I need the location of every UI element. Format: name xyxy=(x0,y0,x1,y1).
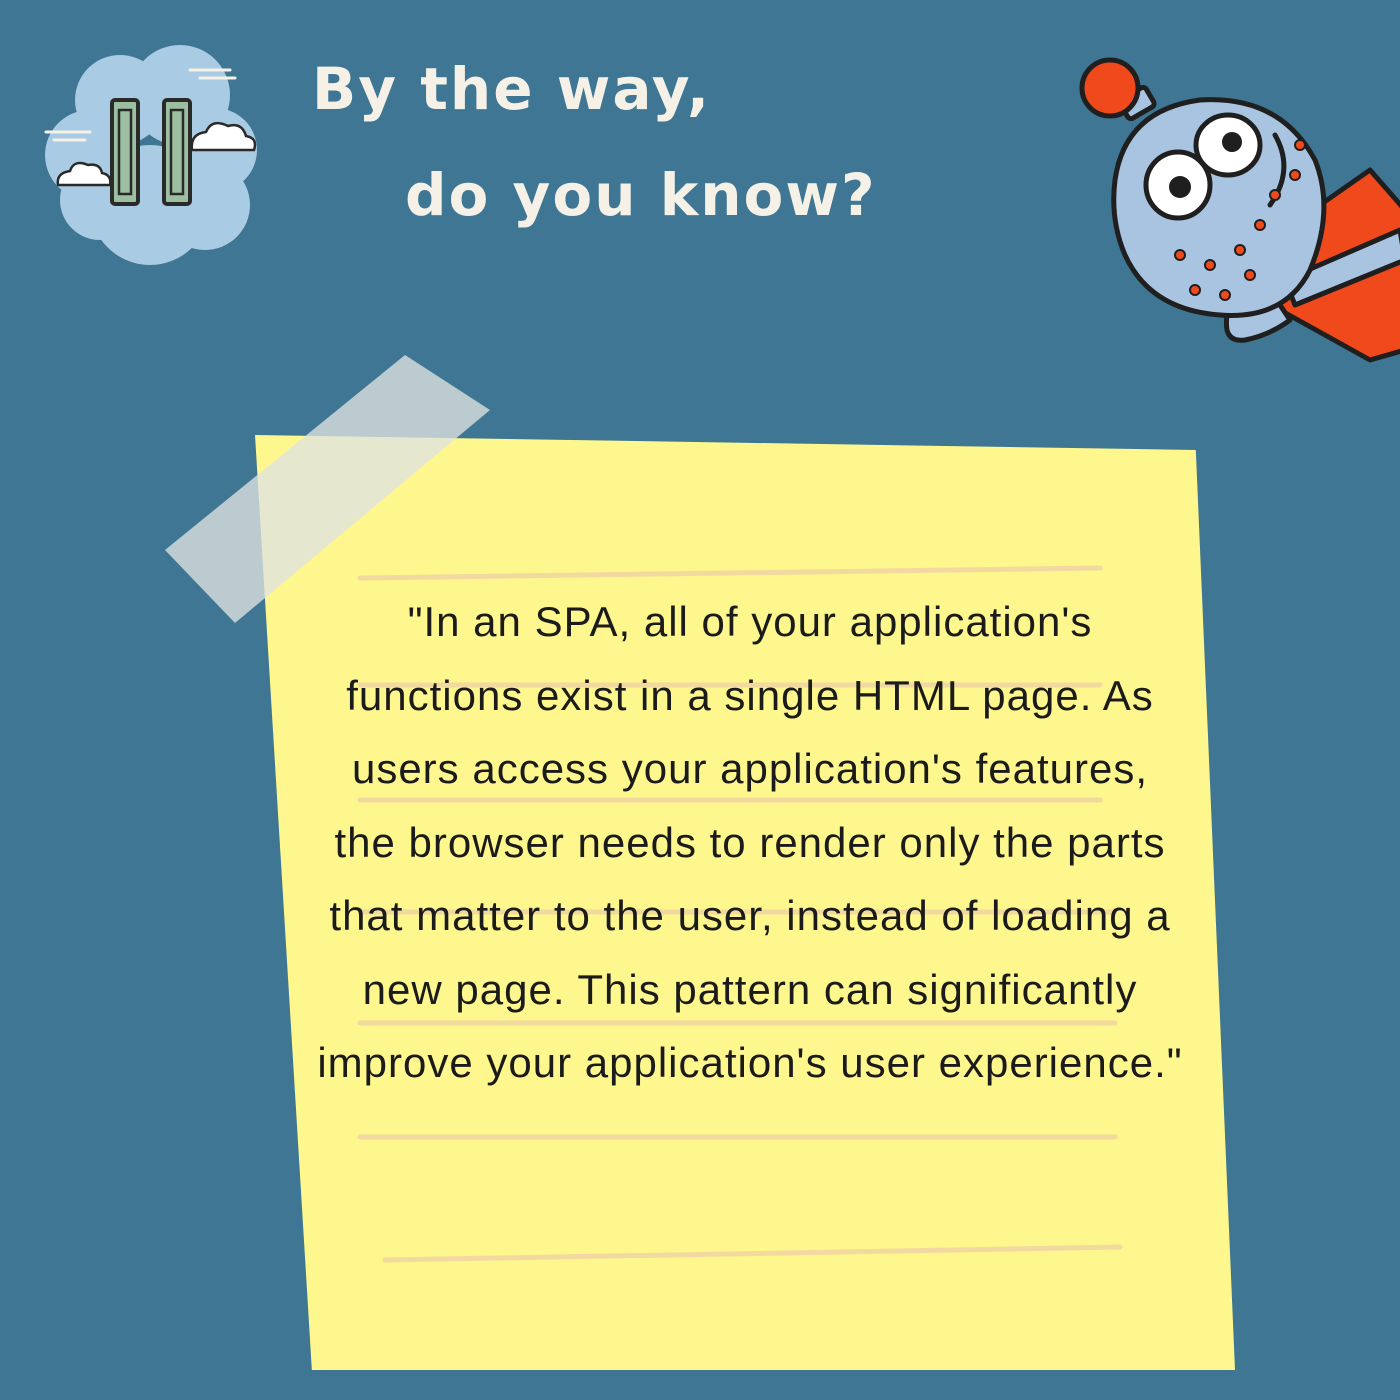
robot-mascot-icon xyxy=(1079,57,1400,363)
sticky-note xyxy=(255,435,1235,1370)
tape-icon xyxy=(165,355,490,623)
note-quote: "In an SPA, all of your application's fu… xyxy=(317,598,1183,1086)
cloud-servers-icon xyxy=(44,45,257,265)
title-line-2: do you know? xyxy=(405,161,877,229)
title-line-1: By the way, xyxy=(312,55,712,123)
